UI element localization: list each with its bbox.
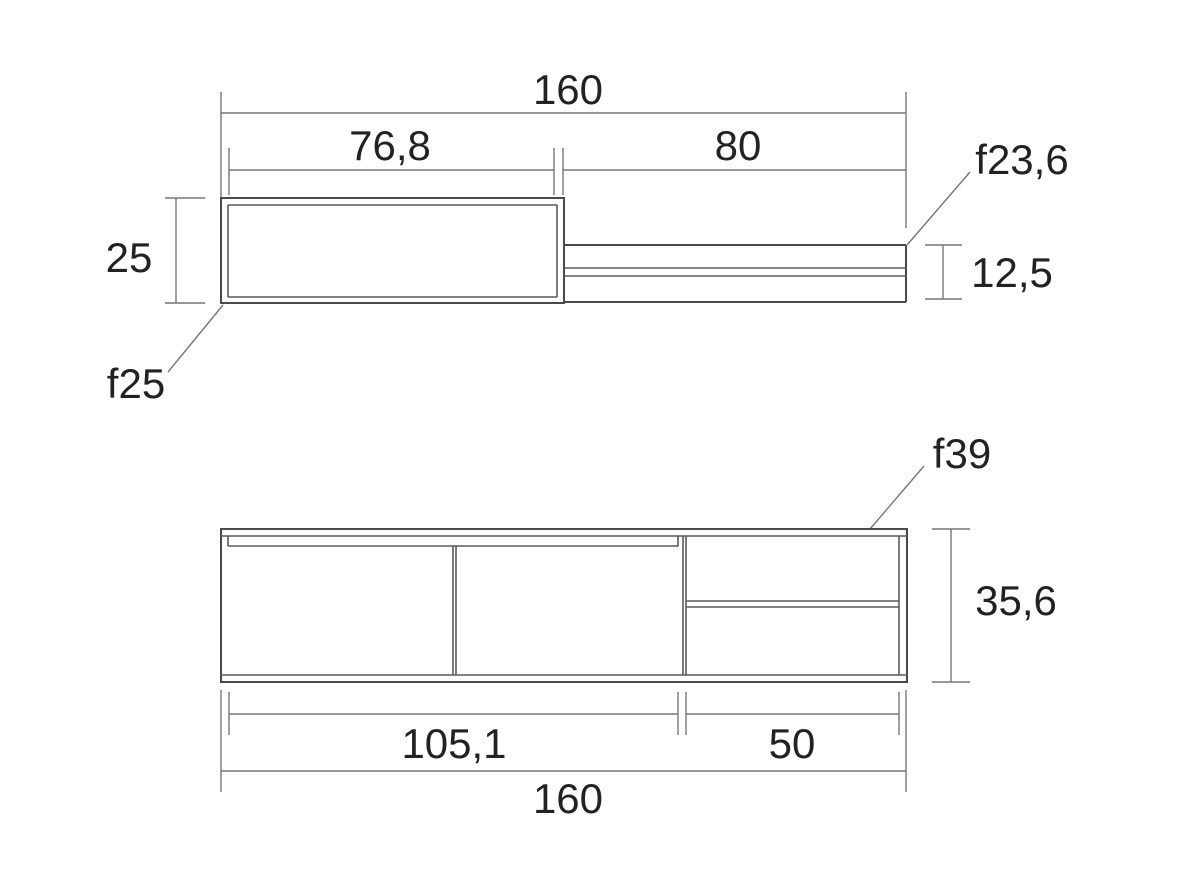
top-left-height-label: 25 — [106, 234, 153, 281]
top-total-width-label: 160 — [533, 66, 603, 113]
front-right-width-dimension — [685, 692, 900, 735]
top-drawing: 160 76,8 80 — [106, 66, 1069, 407]
top-left-width-label: 76,8 — [349, 122, 431, 169]
front-right-width-label: 50 — [769, 720, 816, 767]
front-depth-leader — [869, 465, 925, 530]
front-depth-label: f39 — [933, 430, 991, 477]
top-left-cabinet — [220, 197, 565, 304]
top-left-depth-leader — [167, 304, 224, 373]
top-right-width-label: 80 — [715, 122, 762, 169]
bottom-drawing: f39 35,6 — [220, 430, 1057, 822]
front-height-dimension — [932, 528, 970, 683]
front-left-width-label: 105,1 — [401, 720, 506, 767]
top-left-depth-label: f25 — [107, 360, 165, 407]
front-total-width-label: 160 — [533, 775, 603, 822]
front-height-label: 35,6 — [975, 577, 1057, 624]
top-right-height-dimension — [925, 244, 962, 300]
top-left-height-dimension — [165, 197, 205, 304]
front-left-width-dimension — [228, 692, 679, 735]
top-right-depth-leader — [906, 171, 971, 246]
top-left-width-dimension — [228, 148, 555, 195]
top-right-height-label: 12,5 — [971, 249, 1053, 296]
top-right-width-dimension — [562, 148, 906, 195]
top-right-depth-label: f23,6 — [975, 136, 1068, 183]
front-cabinet — [220, 528, 908, 683]
front-total-width-dimension — [220, 690, 907, 792]
top-right-cabinet — [564, 244, 907, 303]
